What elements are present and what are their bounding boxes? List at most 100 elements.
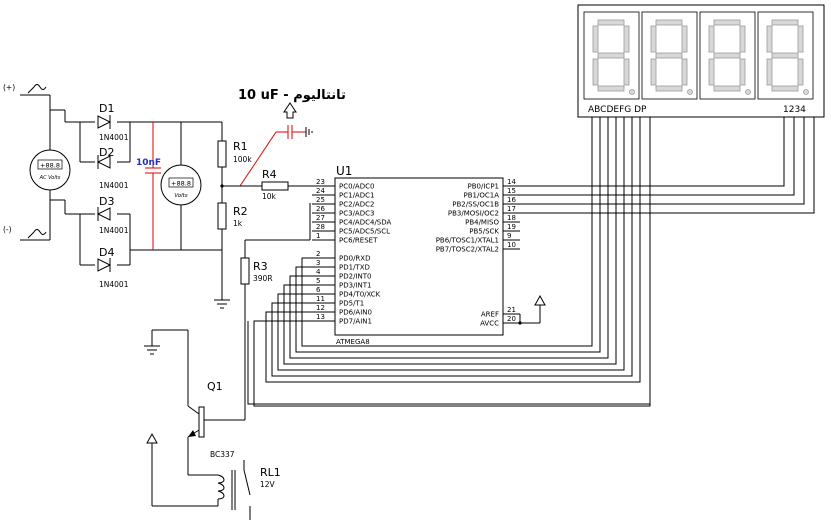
- diode-d1[interactable]: D1 1N4001: [97, 102, 129, 142]
- ac-voltmeter[interactable]: +88.8 AC Volts: [29, 110, 71, 200]
- pin-number: 14: [507, 178, 516, 186]
- pin-name: PB3/MOSI/OC2: [448, 210, 499, 218]
- bridge-rectifier: [65, 121, 222, 266]
- relay-rl1[interactable]: RL1 12V: [146, 432, 281, 520]
- d1-value: 1N4001: [99, 133, 129, 142]
- d3-value: 1N4001: [99, 226, 129, 235]
- pin-name: PC5/ADC5/SCL: [339, 228, 390, 236]
- source-pos-label: (+): [3, 83, 15, 92]
- d2-value: 1N4001: [99, 181, 129, 190]
- pin-name: PC1/ADC1: [339, 192, 374, 200]
- pin-name: PD7/AIN1: [339, 318, 372, 326]
- mcu-part: ATMEGA8: [336, 338, 370, 346]
- d1-ref: D1: [99, 102, 114, 115]
- transistor-q1[interactable]: Q1 BC337: [144, 329, 235, 475]
- pin-number: 1: [316, 232, 320, 240]
- resistor-r4[interactable]: R4 10k: [261, 168, 289, 201]
- digit: [757, 11, 814, 100]
- diode-d3[interactable]: D3 1N4001: [96, 195, 129, 235]
- q1-value: BC337: [210, 450, 235, 459]
- filter-capacitor[interactable]: 10nF: [136, 122, 161, 250]
- d3-ref: D3: [99, 195, 114, 208]
- pin-number: 12: [316, 304, 325, 312]
- avcc-supply: [518, 294, 546, 325]
- pin-name: PD3/INT1: [339, 282, 371, 290]
- pin-name: PB5/SCK: [469, 228, 499, 236]
- pin-name: PD2/INT0: [339, 273, 371, 281]
- mcu-atmega8[interactable]: U1 ATMEGA8 23PC0/ADC024PC1/ADC125PC2/ADC…: [312, 164, 520, 346]
- pin-number: 24: [316, 187, 325, 195]
- r2-value: 1k: [233, 219, 243, 228]
- pin-number: 5: [316, 277, 320, 285]
- pin-name: PC3/ADC3: [339, 210, 374, 218]
- ac-meter-reading: +88.8: [40, 162, 60, 170]
- pin-name: PB1/OC1A: [464, 192, 500, 200]
- digit: [583, 11, 640, 100]
- resistor-r3[interactable]: R3 390R: [240, 257, 273, 285]
- q1-ref: Q1: [207, 380, 223, 393]
- resistor-r1[interactable]: R1 100k: [217, 140, 252, 168]
- diode-d2[interactable]: D2 1N4001: [96, 146, 129, 190]
- pin-number: 25: [316, 196, 325, 204]
- capacitor-label: 10nF: [136, 158, 161, 168]
- pin-name: PB6/TOSC1/XTAL1: [436, 237, 499, 245]
- ac-source-negative[interactable]: (-): [3, 200, 51, 241]
- pin-name: PC6/RESET: [339, 237, 378, 245]
- pin-name: PD6/AIN0: [339, 309, 372, 317]
- display-segment-label: ABCDEFG DP: [588, 105, 647, 115]
- pin-name: PD0/RXD: [339, 255, 370, 263]
- pin-name: PB4/MISO: [465, 219, 499, 227]
- tantalum-note: 10 uF - تانتاليوم: [238, 88, 346, 103]
- pin-number: 6: [316, 286, 321, 294]
- pin-name: PD1/TXD: [339, 264, 370, 272]
- diode-d4[interactable]: D4 1N4001: [97, 246, 129, 289]
- r4-ref: R4: [262, 168, 277, 181]
- pin-name: PB7/TOSC2/XTAL2: [436, 246, 499, 254]
- dc-voltmeter[interactable]: +88.8 Volts: [160, 122, 202, 250]
- pin-number: 23: [316, 178, 325, 186]
- digit: [641, 11, 698, 100]
- rl1-ref: RL1: [260, 466, 281, 479]
- pin-number: 10: [507, 241, 516, 249]
- pin-number: 28: [316, 223, 325, 231]
- pin-number: 26: [316, 205, 325, 213]
- tantalum-capacitor[interactable]: [239, 102, 313, 187]
- ac-source-positive[interactable]: (+): [3, 83, 51, 110]
- pin-number: 11: [316, 295, 325, 303]
- r3-value: 390R: [253, 274, 273, 283]
- seven-segment-display[interactable]: ABCDEFG DP 1234: [577, 4, 825, 118]
- pin-number: 18: [507, 214, 516, 222]
- pin-number: 4: [316, 268, 321, 276]
- resistor-r2[interactable]: R2 1k: [217, 202, 248, 230]
- pin-name: PB2/SS/OC1B: [452, 201, 499, 209]
- display-wires: [247, 117, 815, 407]
- pin-number: 13: [316, 313, 325, 321]
- pin-name: AVCC: [480, 320, 499, 328]
- pin-name: PD5/T1: [339, 300, 364, 308]
- pin-name: PB0/ICP1: [468, 183, 499, 191]
- pin-number: 17: [507, 205, 516, 213]
- r3-ref: R3: [253, 260, 268, 273]
- ac-meter-unit: AC Volts: [39, 175, 61, 181]
- digit: [699, 11, 756, 100]
- pin-number: 20: [507, 315, 516, 323]
